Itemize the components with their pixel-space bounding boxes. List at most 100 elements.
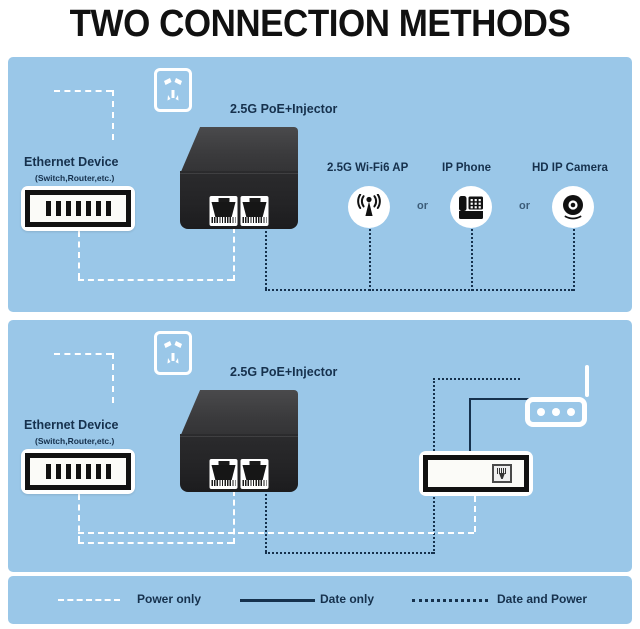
rj45-port-in bbox=[209, 196, 238, 226]
rj45-pins bbox=[242, 480, 267, 486]
datapower-line-bus-two bbox=[265, 552, 433, 554]
datapower-line-wifi-rise bbox=[369, 221, 371, 291]
rj45-port-in bbox=[209, 459, 238, 489]
injector-top-face bbox=[180, 390, 298, 437]
rj45-tab bbox=[218, 461, 229, 466]
power-line-switch-drop bbox=[78, 231, 80, 279]
switch-port bbox=[45, 464, 51, 479]
separator-or-1: or bbox=[417, 200, 428, 212]
switch-face bbox=[25, 453, 131, 490]
rj45-mouth bbox=[242, 202, 267, 217]
data-line-splitter-rise bbox=[469, 398, 471, 471]
power-outlet-icon bbox=[154, 68, 192, 112]
ip-phone-icon bbox=[450, 186, 492, 228]
datapower-line-camera-rise bbox=[573, 221, 575, 291]
switch-port bbox=[55, 201, 61, 216]
ip-camera-icon bbox=[552, 186, 594, 228]
router-antenna bbox=[585, 365, 589, 397]
injector-front-face bbox=[180, 434, 298, 492]
wifi-access-point-icon bbox=[348, 186, 390, 228]
datapower-line-injector-drop-two bbox=[265, 490, 267, 552]
ethernet-device-sublabel-one: (Switch,Router,etc.) bbox=[35, 173, 115, 183]
router-led bbox=[567, 408, 575, 416]
rj45-port-out bbox=[240, 196, 269, 226]
ethernet-switch-icon-two bbox=[21, 449, 135, 494]
power-line-splitter-run bbox=[78, 532, 474, 534]
datapower-line-bus bbox=[265, 289, 573, 291]
page-title: TWO CONNECTION METHODS bbox=[69, 2, 571, 45]
switch-port bbox=[75, 464, 81, 479]
power-line-switch-run bbox=[78, 279, 233, 281]
poe-injector-icon-one bbox=[180, 127, 298, 229]
legend-label-data-only: Date only bbox=[320, 592, 375, 606]
router-led bbox=[537, 408, 545, 416]
power-line-outlet-vertical bbox=[112, 90, 114, 140]
injector-label-one: 2.5G PoE+Injector bbox=[230, 102, 338, 116]
legend-swatch-power-only bbox=[58, 599, 120, 601]
rj45-pins bbox=[211, 217, 236, 223]
separator-or-2: or bbox=[519, 200, 530, 212]
power-outlet-icon-two bbox=[154, 331, 192, 375]
data-line-router-run bbox=[469, 398, 533, 400]
splitter-face bbox=[423, 455, 529, 492]
router-body bbox=[525, 397, 587, 427]
rj45-tab bbox=[249, 198, 260, 203]
legend-label-data-and-power: Date and Power bbox=[497, 592, 588, 606]
power-line-switch-drop-two bbox=[78, 494, 80, 542]
splitter-rj45-port bbox=[492, 464, 512, 483]
rj45-mouth bbox=[242, 465, 267, 480]
method-two-panel: Ethernet Device (Switch,Router,etc.) 2.5… bbox=[8, 320, 632, 572]
legend-swatch-data-only bbox=[240, 599, 315, 602]
rj45-tab bbox=[218, 198, 229, 203]
method-one-panel: Ethernet Device (Switch,Router,etc.) 2.5… bbox=[8, 57, 632, 312]
rj45-mouth bbox=[211, 465, 236, 480]
injector-seam bbox=[180, 173, 298, 174]
switch-port bbox=[85, 464, 91, 479]
rj45-pins bbox=[211, 480, 236, 486]
legend-swatch-data-and-power bbox=[412, 599, 488, 602]
power-line-switch-rise bbox=[233, 227, 235, 281]
ethernet-device-label-two: Ethernet Device bbox=[24, 418, 119, 432]
switch-port bbox=[95, 464, 101, 479]
switch-port bbox=[65, 464, 71, 479]
datapower-line-injector-drop bbox=[265, 227, 267, 289]
switch-port bbox=[95, 201, 101, 216]
datapower-line-splitter-top bbox=[433, 378, 520, 380]
power-line-outlet-horizontal-two bbox=[54, 353, 112, 355]
rj45-mouth bbox=[211, 202, 236, 217]
switch-face bbox=[25, 190, 131, 227]
rj45-port-out bbox=[240, 459, 269, 489]
switch-port bbox=[75, 201, 81, 216]
router-led bbox=[552, 408, 560, 416]
switch-port bbox=[45, 201, 51, 216]
switch-port bbox=[105, 464, 111, 479]
legend-label-power-only: Power only bbox=[137, 592, 202, 606]
legend-panel: Power only Date only Date and Power bbox=[8, 576, 632, 624]
poe-splitter-icon bbox=[419, 451, 533, 496]
ethernet-device-label-one: Ethernet Device bbox=[24, 155, 119, 169]
injector-seam bbox=[180, 436, 298, 437]
injector-label-two: 2.5G PoE+Injector bbox=[230, 365, 338, 379]
rj45-pins bbox=[242, 217, 267, 223]
datapower-line-phone-rise bbox=[471, 221, 473, 291]
injector-port-group bbox=[209, 459, 269, 489]
injector-port-group bbox=[209, 196, 269, 226]
rj45-tab bbox=[249, 461, 260, 466]
power-line-outlet-vertical-two bbox=[112, 353, 114, 403]
power-line-switch-run-two bbox=[78, 542, 233, 544]
power-line-outlet-horizontal bbox=[54, 90, 112, 92]
switch-port bbox=[105, 201, 111, 216]
ethernet-device-sublabel-two: (Switch,Router,etc.) bbox=[35, 436, 115, 446]
injector-top-face bbox=[180, 127, 298, 174]
ip-phone-label: IP Phone bbox=[442, 162, 491, 174]
wifi-ap-label: 2.5G Wi-Fi6 AP bbox=[327, 162, 409, 174]
wireless-router-icon bbox=[525, 365, 597, 427]
poe-injector-icon-two bbox=[180, 390, 298, 492]
switch-port bbox=[65, 201, 71, 216]
ip-camera-label: HD IP Camera bbox=[532, 162, 608, 174]
switch-port bbox=[85, 201, 91, 216]
power-line-switch-rise-two bbox=[233, 490, 235, 544]
ethernet-switch-icon-one bbox=[21, 186, 135, 231]
switch-port bbox=[55, 464, 61, 479]
